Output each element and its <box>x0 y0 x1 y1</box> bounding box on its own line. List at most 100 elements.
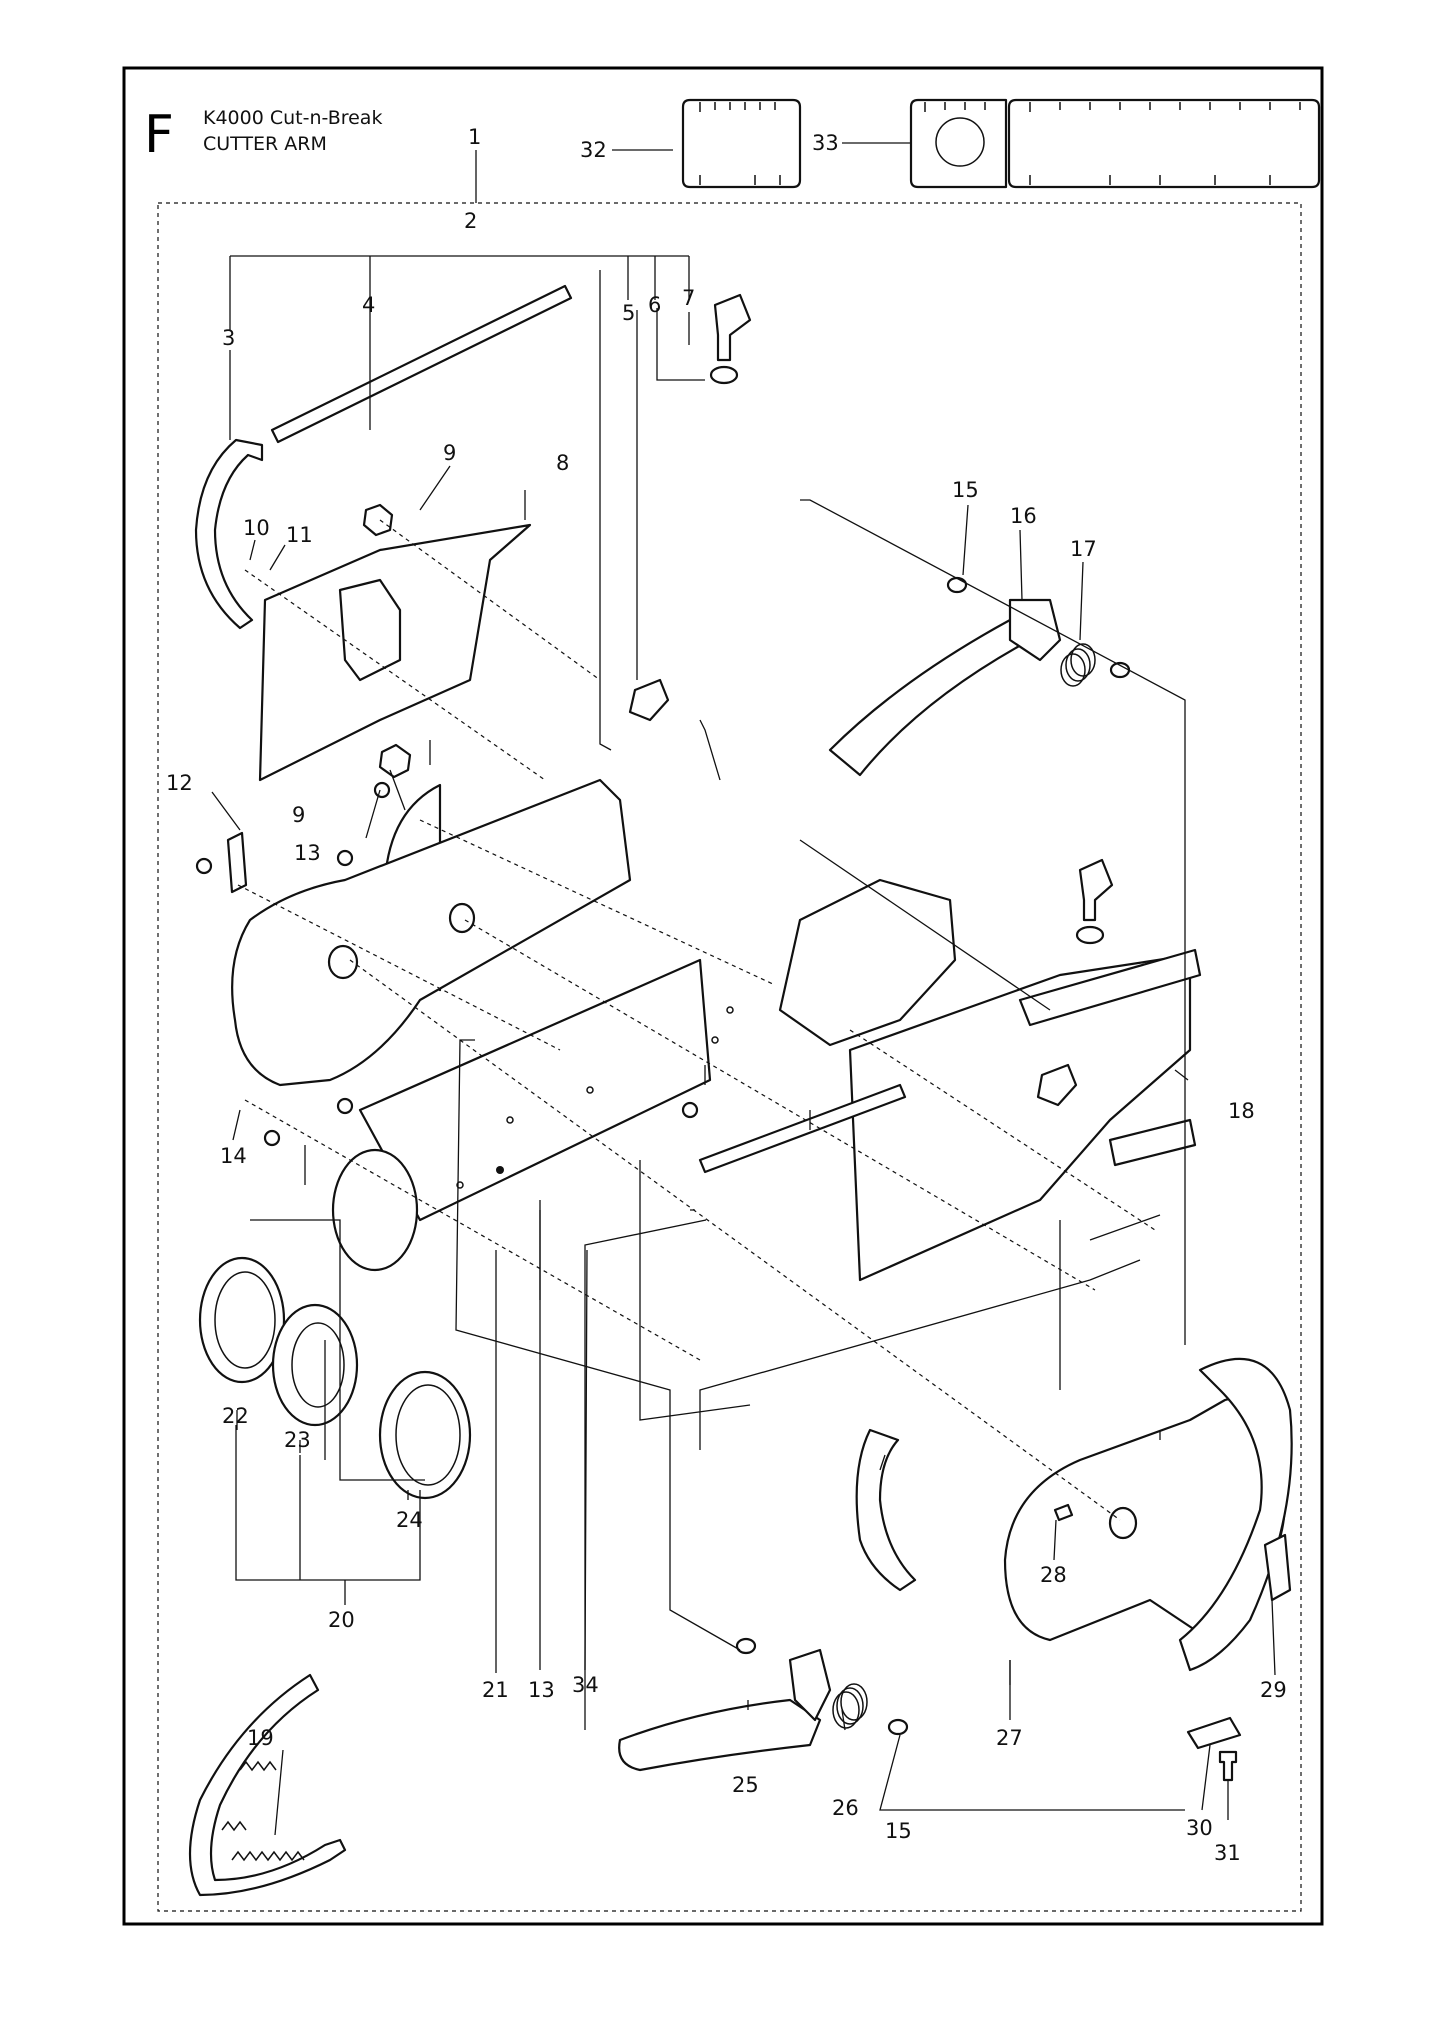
elbow-7 <box>713 293 752 362</box>
callout-25: 25 <box>732 1773 759 1797</box>
callout-30: 30 <box>1186 1816 1213 1840</box>
callout-32: 32 <box>580 138 607 162</box>
clip-30 <box>1186 1716 1242 1750</box>
callout-7: 7 <box>682 286 695 310</box>
callout-2: 2 <box>464 209 477 233</box>
screw-13-a <box>373 781 391 799</box>
callout-8: 8 <box>556 451 569 475</box>
clip-29 <box>1263 1533 1292 1602</box>
callout-21: 21 <box>482 1678 509 1702</box>
callout-34: 34 <box>572 1673 599 1697</box>
callout-3: 3 <box>222 326 235 350</box>
callout-1: 1 <box>468 125 481 149</box>
callout-31: 31 <box>1214 1841 1241 1865</box>
screw-12 <box>195 857 213 875</box>
spring-26 <box>832 1683 868 1729</box>
washer-15-bottom-b <box>887 1718 909 1736</box>
nut-9-lower <box>378 743 412 779</box>
rod-4 <box>270 284 573 444</box>
hole-dot-d <box>711 1036 719 1044</box>
hole-dot-a <box>456 1181 464 1189</box>
callout-15-bottom: 15 <box>885 1819 912 1843</box>
nozzle-lower <box>1036 1063 1078 1107</box>
decal-33-strip <box>1007 98 1321 189</box>
belt-19 <box>188 1673 347 1897</box>
clip-12 <box>226 831 248 894</box>
lower-arm-bracket <box>855 1428 917 1592</box>
screw-13-d <box>336 1097 354 1115</box>
callout-14: 14 <box>220 1144 247 1168</box>
callout-22: 22 <box>222 1404 249 1428</box>
outer-frame <box>122 66 1324 1926</box>
arm-slot-lower <box>1108 1118 1197 1167</box>
assembly-title: CUTTER ARM <box>203 133 327 155</box>
callout-16: 16 <box>1010 504 1037 528</box>
hole-dot-e <box>726 1006 734 1014</box>
belt-teeth <box>221 1760 305 1862</box>
group-2-bracket <box>229 255 690 330</box>
nozzle-5 <box>628 678 670 722</box>
callout-leaders <box>211 142 1276 1836</box>
decal-32 <box>681 98 802 189</box>
washer-6 <box>709 365 739 385</box>
callout-5: 5 <box>622 301 635 325</box>
pin-rod <box>698 1083 907 1174</box>
lever-16-head <box>1008 598 1062 662</box>
callout-17: 17 <box>1070 537 1097 561</box>
assembly-boundary <box>157 202 1302 1912</box>
hole-dot-21 <box>496 1166 504 1174</box>
callout-18: 18 <box>1228 1099 1255 1123</box>
bracket-25 <box>618 1698 822 1772</box>
bracket-3 <box>194 438 264 630</box>
screw-28 <box>1053 1503 1074 1522</box>
callout-9-lower: 9 <box>292 803 305 827</box>
callout-19: 19 <box>247 1726 274 1750</box>
washer-lower <box>1075 925 1105 945</box>
screw-13-e <box>263 1129 281 1147</box>
ring-22 <box>198 1256 286 1384</box>
section-letter: F <box>144 105 174 165</box>
cover-27-band <box>1178 1357 1293 1672</box>
callout-23: 23 <box>284 1428 311 1452</box>
callout-24: 24 <box>396 1508 423 1532</box>
cover-27-hole <box>1108 1506 1138 1540</box>
callout-13-lower: 13 <box>528 1678 555 1702</box>
hole-dot-b <box>506 1116 514 1124</box>
callout-28: 28 <box>1040 1563 1067 1587</box>
callout-26: 26 <box>832 1796 859 1820</box>
spring-17 <box>1060 643 1096 687</box>
decal-33-left <box>909 98 1008 189</box>
dashed-axis-lines <box>237 519 1156 1521</box>
callout-9-top: 9 <box>443 441 456 465</box>
callout-20: 20 <box>328 1608 355 1632</box>
callout-27: 27 <box>996 1726 1023 1750</box>
guard-plate-34 <box>778 878 957 1047</box>
bracket-25-head <box>788 1648 832 1722</box>
model-title: K4000 Cut-n-Break <box>203 107 382 129</box>
seal-23 <box>271 1303 359 1427</box>
callout-6: 6 <box>648 293 661 317</box>
callout-10: 10 <box>243 516 270 540</box>
leader-lines <box>250 270 1186 1811</box>
callout-29: 29 <box>1260 1678 1287 1702</box>
callout-4: 4 <box>362 293 375 317</box>
plate-8-tab <box>338 578 402 682</box>
callout-12: 12 <box>166 771 193 795</box>
screw-31 <box>1218 1750 1238 1782</box>
arm-body-18 <box>848 953 1192 1282</box>
callout-13-upper: 13 <box>294 841 321 865</box>
screw-13-c <box>681 1101 699 1119</box>
arm-slot-bar <box>1018 948 1202 1027</box>
inner-cover-14 <box>231 778 632 1087</box>
seal-24 <box>378 1370 472 1500</box>
nut-9-top <box>362 503 394 537</box>
cover-14-bearing-hole <box>327 944 359 980</box>
group-20-bracket <box>235 1425 421 1605</box>
o-ring <box>331 1148 419 1272</box>
cover-14-center-hole <box>448 902 476 934</box>
callout-33: 33 <box>812 131 839 155</box>
screw-13-b <box>336 849 354 867</box>
callout-11: 11 <box>286 523 313 547</box>
washer-15-bottom-a <box>735 1637 757 1655</box>
